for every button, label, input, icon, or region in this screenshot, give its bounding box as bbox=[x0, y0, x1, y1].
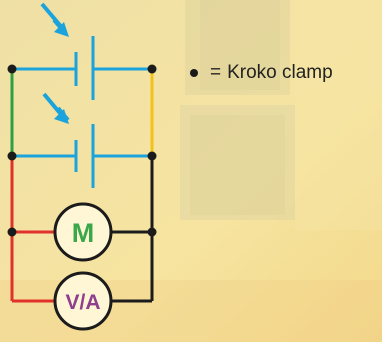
legend: = Kroko clamp bbox=[190, 62, 333, 84]
legend-equals: = bbox=[210, 62, 222, 83]
kroko-clamp-icon bbox=[7, 151, 17, 161]
voltmeter-ammeter-icon bbox=[53, 271, 113, 331]
kroko-clamps bbox=[7, 64, 157, 237]
kroko-clamp-icon bbox=[190, 69, 198, 77]
kroko-clamp-icon bbox=[7, 227, 17, 237]
solar-cell-lower bbox=[12, 124, 152, 188]
solar-cell-upper bbox=[12, 36, 152, 100]
motor-label: M bbox=[72, 218, 95, 248]
kroko-clamp-icon bbox=[147, 151, 157, 161]
kroko-clamp-icon bbox=[147, 64, 157, 74]
motor-icon bbox=[53, 202, 113, 262]
light-arrow-icon bbox=[56, 106, 70, 122]
legend-text: Kroko clamp bbox=[227, 62, 333, 83]
light-arrow-icon bbox=[52, 18, 68, 36]
meter-label: V/A bbox=[65, 291, 100, 314]
kroko-clamp-icon bbox=[7, 64, 17, 74]
kroko-clamp-icon bbox=[147, 227, 157, 237]
